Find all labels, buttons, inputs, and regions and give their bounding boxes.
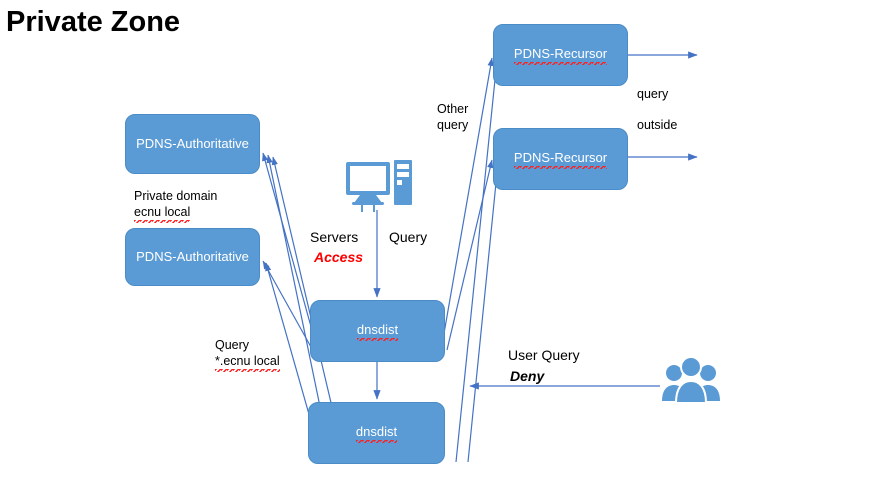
arrow-dnsdist-top-to-recursor-bottom — [446, 159, 494, 351]
node-label: PDNS-Authoritative — [136, 249, 249, 264]
node-dnsdist-top[interactable]: dnsdist — [310, 300, 445, 362]
desktop-computer-icon — [344, 160, 414, 214]
label-servers: Servers — [310, 229, 359, 245]
label-user-query: User Query — [508, 347, 580, 363]
users-group-icon — [660, 355, 722, 405]
node-label: dnsdist — [356, 321, 399, 341]
page-title: Private Zone — [6, 6, 181, 38]
label-access: Access — [314, 249, 364, 265]
label-other-query-line1: Other — [437, 102, 469, 116]
label-outside-right: outside — [637, 118, 678, 132]
node-label: PDNS-Recursor — [513, 45, 608, 65]
label-other-query-line2: query — [437, 118, 469, 132]
label-deny: Deny — [510, 368, 545, 384]
node-pdns-authoritative-bottom[interactable]: PDNS-Authoritative — [125, 228, 260, 286]
node-label: dnsdist — [355, 423, 398, 443]
label-query-center: Query — [389, 229, 428, 245]
node-label: PDNS-Authoritative — [136, 136, 249, 151]
arrow-dnsdist-top-to-auth-bottom — [262, 260, 317, 357]
node-pdns-authoritative-top[interactable]: PDNS-Authoritative — [125, 114, 260, 174]
label-query-star-line2: *.ecnu local — [215, 353, 280, 372]
arrow-dnsdist-bottom-to-recursor-bottom — [467, 162, 501, 463]
node-pdns-recursor-top[interactable]: PDNS-Recursor — [493, 24, 628, 86]
node-dnsdist-bottom[interactable]: dnsdist — [308, 402, 445, 464]
node-pdns-recursor-bottom[interactable]: PDNS-Recursor — [493, 128, 628, 190]
label-private-domain-line2: ecnu local — [134, 204, 191, 223]
label-query-right: query — [637, 87, 669, 101]
node-label: PDNS-Recursor — [513, 149, 608, 169]
label-private-domain-line1: Private domain — [134, 189, 218, 203]
label-query-star-line1: Query — [215, 338, 250, 352]
